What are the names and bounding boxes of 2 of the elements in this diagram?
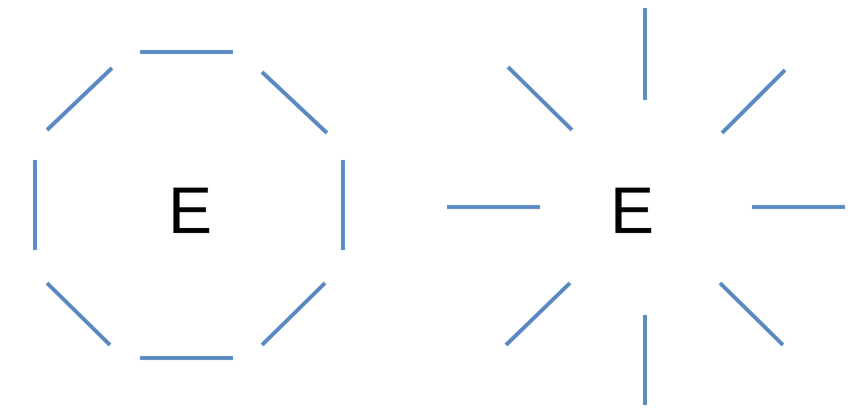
letter-label: E [610,177,654,243]
letter-label: E [168,177,212,243]
